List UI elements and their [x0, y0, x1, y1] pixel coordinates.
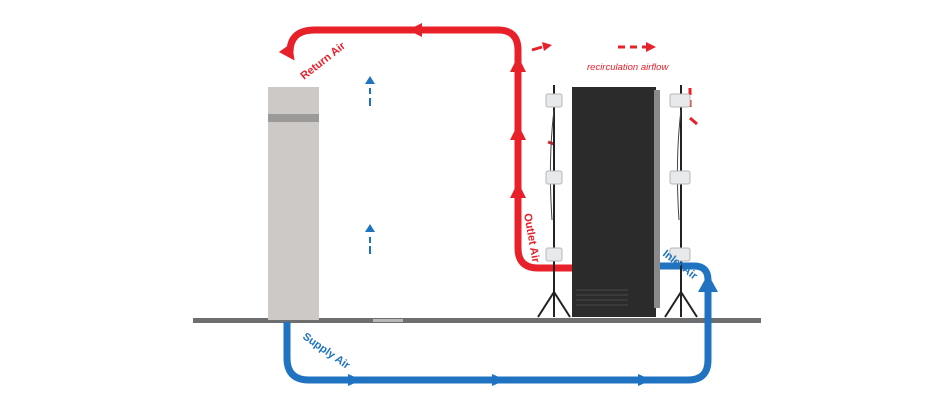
- floor-tile-grate: [373, 319, 403, 322]
- sensor-icon: [545, 170, 563, 185]
- raised-floor: [193, 318, 761, 323]
- flow-arrow-icon: [492, 374, 506, 386]
- recirculation-label: recirculation airflow: [587, 62, 669, 73]
- flow-arrow-icon: [698, 274, 718, 292]
- flow-arrow-icon: [510, 124, 526, 140]
- flow-arrow-icon: [348, 374, 362, 386]
- tripod-stand-icon: [664, 85, 698, 318]
- return-air-path: [286, 26, 572, 272]
- room-cold-air-arrows: [365, 76, 375, 254]
- sensor-icon: [669, 93, 691, 108]
- sensor-icon: [545, 93, 563, 108]
- sensor-icon: [669, 170, 691, 185]
- sensor-icon: [669, 247, 691, 262]
- rack-door-perforated: [654, 90, 660, 308]
- flow-arrow-icon: [278, 42, 295, 61]
- flow-arrow-icon: [638, 374, 652, 386]
- flow-arrow-icon: [510, 182, 526, 198]
- server-rack: [572, 87, 656, 317]
- sensor-icon: [545, 247, 563, 262]
- outlet-air-label: Outlet Air: [521, 212, 542, 264]
- flow-arrow-icon: [408, 23, 422, 37]
- crac-unit: [268, 87, 319, 320]
- supply-air-label: Supply Air: [300, 331, 352, 373]
- rack-vent-lines: [576, 289, 628, 306]
- flow-arrow-icon: [510, 56, 526, 72]
- inlet-air-path: [660, 262, 712, 281]
- return-air-label: Return Air: [298, 40, 348, 83]
- crac-unit-band: [268, 114, 319, 122]
- tripod-stand-icon: [537, 85, 571, 318]
